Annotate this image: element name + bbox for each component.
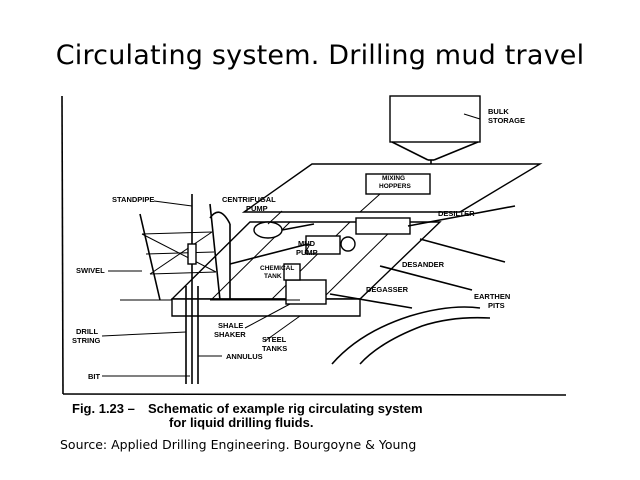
label-bulk-storage-1: BULK bbox=[488, 107, 509, 116]
caption-line-1: Schematic of example rig circulating sys… bbox=[148, 401, 423, 416]
label-earthen-pits-2: PITS bbox=[488, 301, 505, 310]
figure-frame bbox=[61, 95, 567, 396]
page-title: Circulating system. Drilling mud travel bbox=[55, 40, 585, 71]
circulating-system-diagram: BULK STORAGE MIXING HOPPERS STANDPIPE CE… bbox=[61, 95, 567, 396]
label-shale-shaker-2: SHAKER bbox=[214, 330, 246, 339]
label-swivel: SWIVEL bbox=[76, 266, 105, 275]
caption-line-2: for liquid drilling fluids. bbox=[169, 415, 314, 430]
label-chemical-tank-2: TANK bbox=[264, 273, 282, 280]
label-drill-string-1: DRILL bbox=[76, 327, 98, 336]
figure-caption: Fig. 1.23 – Schematic of example rig circ… bbox=[72, 402, 423, 430]
label-mud-pump-2: PUMP bbox=[296, 248, 318, 257]
label-steel-tanks-1: STEEL bbox=[262, 335, 287, 344]
label-mixing-hoppers-2: HOPPERS bbox=[379, 183, 411, 190]
label-standpipe: STANDPIPE bbox=[112, 195, 154, 204]
label-steel-tanks-2: TANKS bbox=[262, 344, 287, 353]
label-leaders bbox=[101, 113, 481, 377]
solids-control-lines bbox=[329, 205, 516, 309]
centrifugal-pump bbox=[253, 221, 315, 239]
label-chemical-tank-1: CHEMICAL bbox=[260, 265, 294, 272]
mud-pump bbox=[305, 235, 356, 255]
label-shale-shaker-1: SHALE bbox=[218, 321, 243, 330]
label-earthen-pits-1: EARTHEN bbox=[474, 292, 510, 301]
figure-number: Fig. 1.23 – bbox=[72, 401, 135, 416]
drill-string bbox=[185, 194, 199, 384]
label-desilter: DESILTER bbox=[438, 209, 475, 218]
earthen-pit-channel bbox=[331, 306, 491, 365]
source-citation: Source: Applied Drilling Engineering. Bo… bbox=[60, 437, 417, 452]
label-bulk-storage-2: STORAGE bbox=[488, 116, 525, 125]
label-mud-pump-1: MUD bbox=[298, 239, 316, 248]
mixing-platform bbox=[241, 163, 543, 213]
label-degasser: DEGASSER bbox=[366, 285, 409, 294]
chemical-tank bbox=[283, 263, 301, 281]
label-centrifugal-pump-1: CENTRIFUGAL bbox=[222, 195, 276, 204]
bulk-storage-tank bbox=[389, 95, 481, 168]
label-annulus: ANNULUS bbox=[226, 352, 263, 361]
label-mixing-hoppers-1: MIXING bbox=[382, 175, 405, 182]
standpipe bbox=[209, 211, 309, 300]
label-centrifugal-pump-2: PUMP bbox=[246, 204, 268, 213]
derrick bbox=[139, 203, 221, 301]
label-bit: BIT bbox=[88, 372, 101, 381]
label-desander: DESANDER bbox=[402, 260, 445, 269]
label-drill-string-2: STRING bbox=[72, 336, 101, 345]
